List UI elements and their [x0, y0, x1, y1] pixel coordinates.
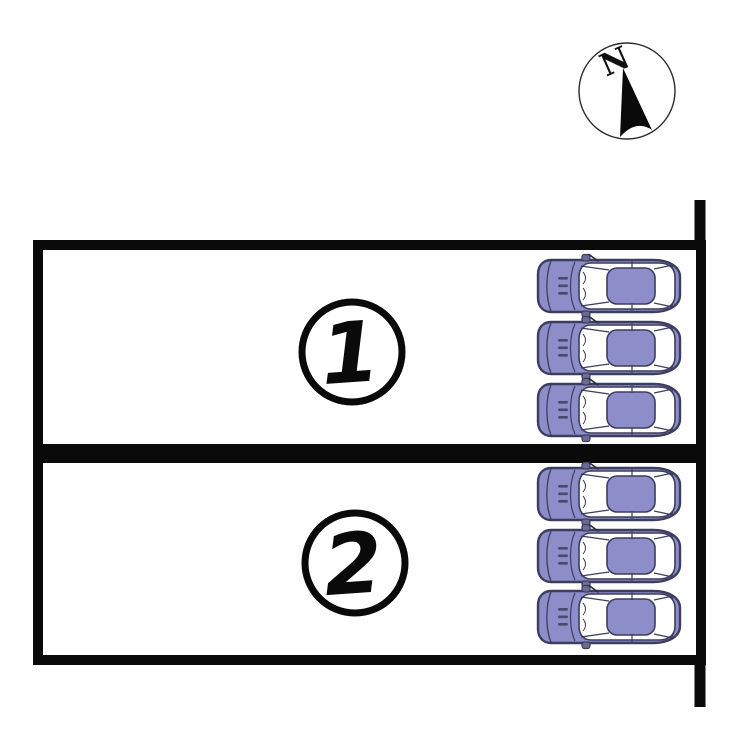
compass-rose: N [578, 40, 676, 140]
car-top-view [536, 315, 682, 381]
car-top-view [536, 584, 682, 650]
space-1-number-label: 1 [318, 302, 383, 404]
space-2-number-badge: 2 [301, 509, 409, 617]
space-1-number-badge: 1 [298, 298, 406, 406]
space-2-number-label: 2 [321, 513, 386, 615]
compass-needle-icon [620, 68, 652, 137]
car-top-view [536, 461, 682, 527]
car-top-view [536, 523, 682, 589]
space-2-cars [536, 461, 682, 650]
car-top-view [536, 253, 682, 319]
space-1-number-circle [298, 298, 406, 406]
space-2-number-circle [301, 509, 409, 617]
space-1-cars [536, 253, 682, 443]
car-top-view [536, 377, 682, 443]
